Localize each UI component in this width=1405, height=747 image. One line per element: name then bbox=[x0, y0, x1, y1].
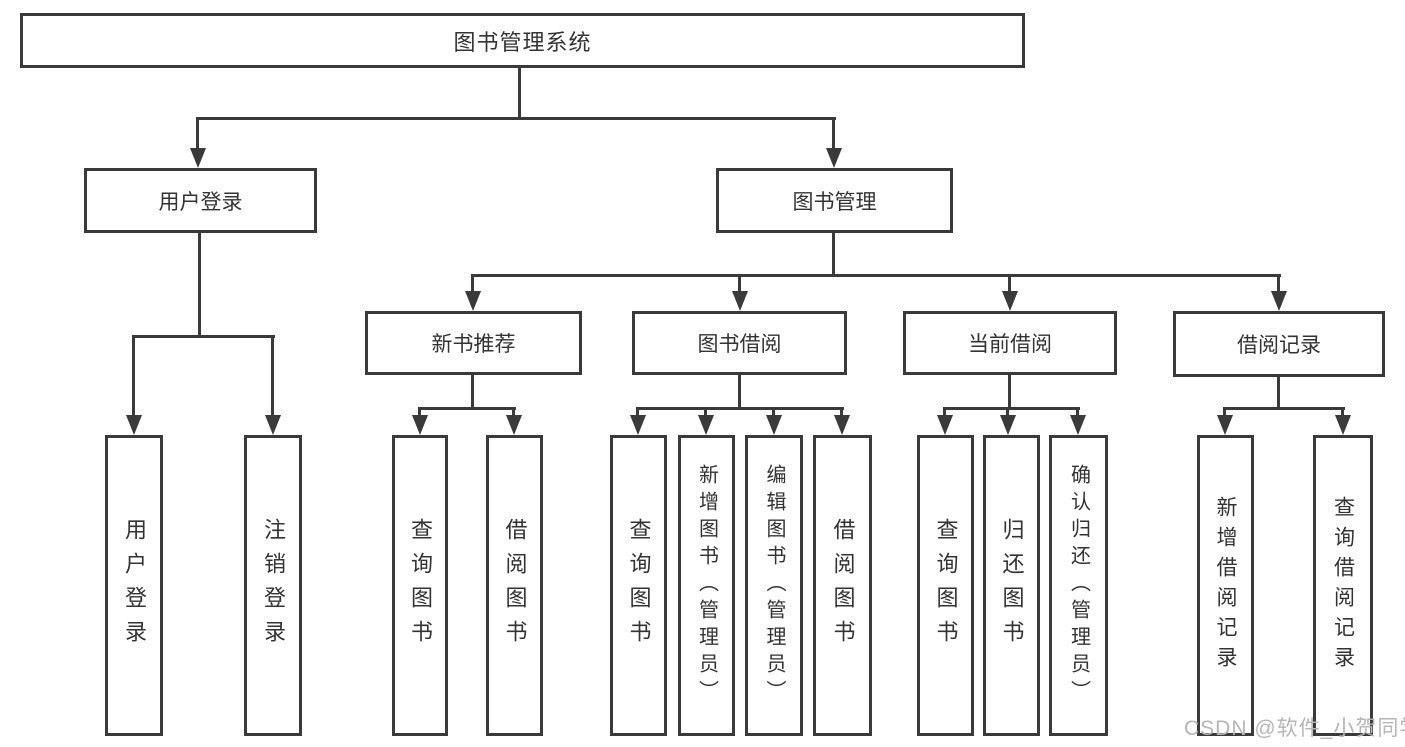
connector-line bbox=[198, 233, 201, 335]
node-book-management-label: 图书管理 bbox=[792, 190, 877, 214]
connector-line bbox=[132, 335, 135, 419]
leaf-borrow-books-borrowing: 借阅图书 bbox=[813, 435, 872, 736]
node-new-book-recommend-label: 新书推荐 bbox=[431, 333, 516, 356]
connector-line bbox=[738, 375, 741, 407]
connector-line bbox=[271, 335, 274, 419]
connector-line bbox=[840, 407, 843, 419]
leaf-edit-book-admin: 编辑图书（管理员） bbox=[745, 435, 803, 736]
connector-line bbox=[943, 407, 1080, 410]
leaf-borrow-books-recommend: 借阅图书 bbox=[486, 435, 543, 736]
connector-line bbox=[197, 117, 836, 120]
arrowhead-down-icon bbox=[506, 415, 522, 435]
connector-line bbox=[1277, 274, 1280, 295]
leaf-add-borrow-record-label: 新增借阅记录 bbox=[1214, 495, 1237, 676]
node-borrowing-records-label: 借阅记录 bbox=[1237, 334, 1321, 357]
node-current-borrowing: 当前借阅 bbox=[903, 311, 1117, 375]
connector-line bbox=[832, 117, 835, 152]
connector-line bbox=[636, 407, 844, 410]
connector-line bbox=[832, 233, 835, 274]
arrowhead-down-icon bbox=[766, 415, 782, 435]
leaf-confirm-return-admin-label: 确认归还（管理员） bbox=[1067, 464, 1090, 707]
connector-line bbox=[1008, 375, 1011, 407]
node-user-login: 用户登录 bbox=[84, 168, 317, 233]
leaf-query-books-current-label: 查询图书 bbox=[933, 517, 959, 654]
connector-line bbox=[518, 68, 521, 117]
leaf-query-borrow-record-label: 查询借阅记录 bbox=[1331, 495, 1355, 676]
arrowhead-down-icon bbox=[826, 148, 842, 168]
connector-line bbox=[1277, 377, 1280, 407]
leaf-add-book-admin: 新增图书（管理员） bbox=[678, 435, 735, 736]
watermark: CSDN @软件_小贺同学 bbox=[1184, 717, 1405, 740]
connector-line bbox=[471, 375, 474, 407]
connector-line bbox=[772, 407, 775, 419]
leaf-add-book-admin-label: 新增图书（管理员） bbox=[695, 464, 718, 707]
leaf-edit-book-admin-label: 编辑图书（管理员） bbox=[763, 464, 785, 707]
leaf-user-login-label: 用户登录 bbox=[122, 517, 147, 654]
node-new-book-recommend: 新书推荐 bbox=[365, 311, 582, 375]
connector-line bbox=[471, 274, 474, 295]
connector-line bbox=[418, 407, 516, 410]
leaf-logout-label: 注销登录 bbox=[261, 517, 286, 654]
connector-line bbox=[1008, 274, 1011, 295]
connector-line bbox=[512, 407, 515, 419]
connector-line bbox=[636, 407, 639, 419]
leaf-query-books-recommend-label: 查询图书 bbox=[408, 517, 433, 654]
arrowhead-down-icon bbox=[1070, 415, 1086, 435]
arrowhead-down-icon bbox=[630, 415, 646, 435]
node-book-borrowing: 图书借阅 bbox=[632, 311, 847, 375]
node-current-borrowing-label: 当前借阅 bbox=[968, 333, 1052, 356]
arrowhead-down-icon bbox=[190, 148, 206, 168]
arrowhead-down-icon bbox=[834, 415, 850, 435]
connector-line bbox=[1006, 407, 1009, 419]
connector-line bbox=[132, 335, 275, 338]
leaf-return-books: 归还图书 bbox=[983, 435, 1040, 736]
connector-line bbox=[1341, 407, 1344, 419]
arrowhead-down-icon bbox=[1335, 415, 1351, 435]
leaf-query-books-current: 查询图书 bbox=[917, 435, 974, 736]
arrowhead-down-icon bbox=[265, 415, 281, 435]
connector-line bbox=[471, 274, 1281, 277]
leaf-borrow-books-recommend-label: 借阅图书 bbox=[502, 517, 528, 654]
arrowhead-down-icon bbox=[1271, 291, 1287, 311]
node-book-borrowing-label: 图书借阅 bbox=[697, 333, 782, 356]
node-root-label: 图书管理系统 bbox=[453, 29, 592, 55]
arrowhead-down-icon bbox=[1000, 415, 1016, 435]
node-borrowing-records: 借阅记录 bbox=[1173, 311, 1385, 377]
leaf-query-books-borrowing: 查询图书 bbox=[610, 435, 667, 736]
leaf-user-login: 用户登录 bbox=[105, 435, 163, 736]
connector-line bbox=[196, 117, 199, 152]
arrowhead-down-icon bbox=[732, 291, 748, 311]
connector-line bbox=[418, 407, 421, 419]
leaf-query-books-borrowing-label: 查询图书 bbox=[626, 517, 652, 654]
leaf-add-borrow-record: 新增借阅记录 bbox=[1197, 435, 1254, 736]
connector-line bbox=[738, 274, 741, 295]
connector-line bbox=[943, 407, 946, 419]
node-root: 图书管理系统 bbox=[20, 13, 1025, 68]
leaf-confirm-return-admin: 确认归还（管理员） bbox=[1049, 435, 1108, 736]
connector-line bbox=[704, 407, 707, 419]
arrowhead-down-icon bbox=[1217, 415, 1233, 435]
leaf-borrow-books-borrowing-label: 借阅图书 bbox=[830, 517, 856, 654]
leaf-return-books-label: 归还图书 bbox=[999, 517, 1025, 654]
leaf-query-books-recommend: 查询图书 bbox=[392, 435, 448, 736]
connector-line bbox=[1223, 407, 1345, 410]
arrowhead-down-icon bbox=[1002, 291, 1018, 311]
arrowhead-down-icon bbox=[412, 415, 428, 435]
arrowhead-down-icon bbox=[937, 415, 953, 435]
arrowhead-down-icon bbox=[698, 415, 714, 435]
node-user-login-label: 用户登录 bbox=[158, 190, 243, 214]
node-book-management: 图书管理 bbox=[716, 168, 953, 233]
arrowhead-down-icon bbox=[465, 291, 481, 311]
leaf-logout: 注销登录 bbox=[244, 435, 302, 736]
connector-line bbox=[1076, 407, 1079, 419]
leaf-query-borrow-record: 查询借阅记录 bbox=[1313, 435, 1373, 736]
arrowhead-down-icon bbox=[126, 415, 142, 435]
connector-line bbox=[1223, 407, 1226, 419]
